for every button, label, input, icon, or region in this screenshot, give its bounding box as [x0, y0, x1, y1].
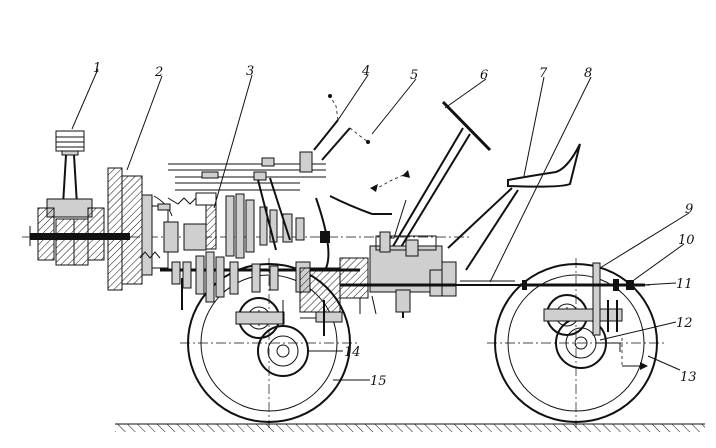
label-7: 7	[539, 66, 548, 81]
shift-levers	[168, 94, 370, 251]
label-13: 13	[680, 370, 697, 385]
label-3: 3	[246, 64, 254, 79]
flywheel-clutch	[107, 167, 179, 291]
label-11: 11	[676, 277, 693, 292]
leader-lines	[71, 68, 690, 381]
label-12: 12	[676, 316, 693, 331]
label-5: 5	[410, 68, 418, 83]
seat	[447, 143, 581, 271]
label-4: 4	[361, 64, 370, 79]
rear-final-drive	[543, 294, 623, 369]
engine-crank	[29, 130, 130, 266]
label-2: 2	[154, 65, 163, 80]
rear-wheel	[487, 258, 665, 428]
label-10: 10	[678, 233, 695, 248]
part-labels: 1 2 3 4 5 6 7 8 9 10 11 12 13 14 15	[93, 61, 697, 389]
label-15: 15	[370, 374, 387, 389]
cardan-shaft	[455, 280, 520, 286]
label-9: 9	[685, 202, 693, 217]
ground	[115, 423, 705, 432]
transfer-case	[299, 231, 457, 318]
label-14: 14	[344, 345, 361, 360]
label-8: 8	[584, 66, 592, 81]
label-6: 6	[480, 68, 488, 83]
steering	[315, 100, 492, 269]
label-1: 1	[93, 61, 101, 76]
